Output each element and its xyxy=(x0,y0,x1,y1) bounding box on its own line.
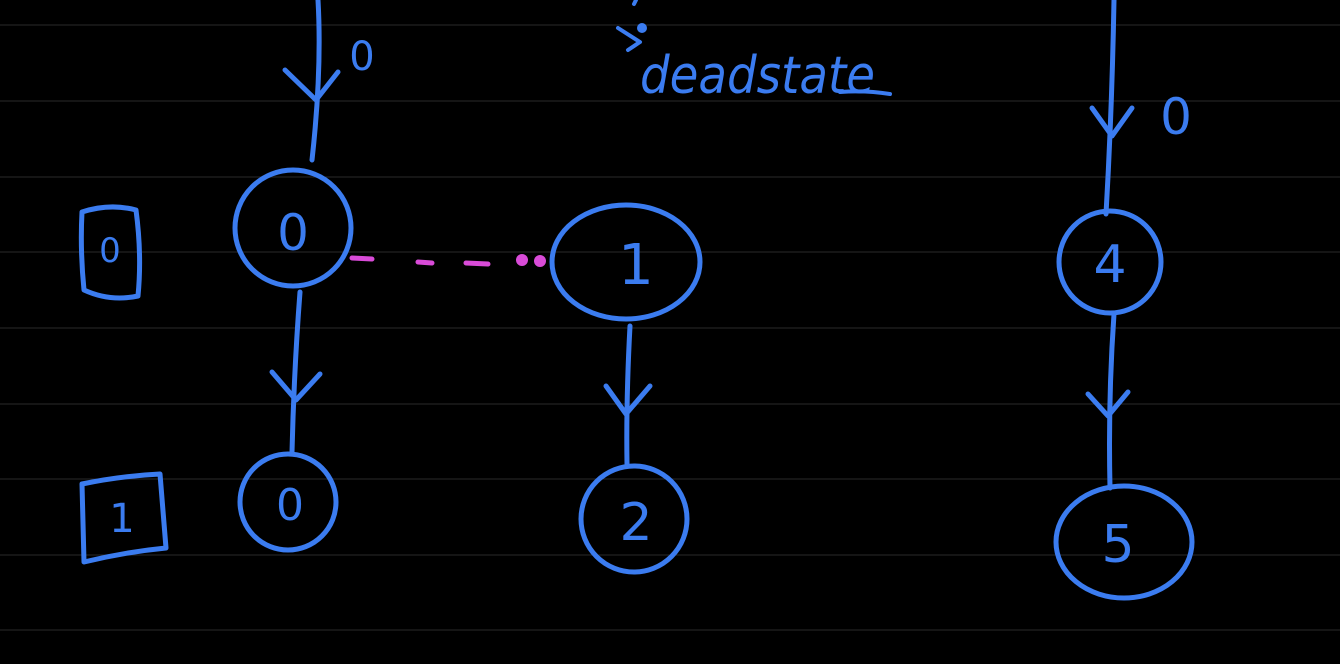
edge-c-down xyxy=(1107,311,1117,491)
node-c-top-label: 4 xyxy=(1093,235,1126,295)
row-label-1-text: 1 xyxy=(109,496,134,542)
dash-segment xyxy=(463,260,491,267)
node-b-top-label: 1 xyxy=(618,233,654,298)
arrowhead-a-incoming xyxy=(282,67,341,103)
deadstate-annotation: deadstate xyxy=(616,0,892,106)
deadstate-underline xyxy=(838,89,892,96)
node-a-top-label: 0 xyxy=(277,204,309,262)
arrowhead-c-incoming xyxy=(1089,105,1135,139)
dot-segment xyxy=(534,255,546,267)
dash-segment xyxy=(349,255,375,262)
column-b: 1 2 xyxy=(549,202,703,575)
arrowhead-a-down xyxy=(269,369,323,403)
row-label-1: 1 xyxy=(79,471,169,565)
edge-b-down xyxy=(624,323,633,467)
arrowhead-b-down xyxy=(603,383,653,417)
edge-a-incoming xyxy=(309,0,322,163)
annotation-tick xyxy=(632,0,638,6)
row-label-0: 0 xyxy=(78,204,143,301)
row-label-0-text: 0 xyxy=(99,231,121,271)
annotation-dot xyxy=(637,23,647,33)
node-b-top xyxy=(549,202,703,322)
node-b-bottom-label: 2 xyxy=(619,493,652,553)
annotation-arrow xyxy=(616,26,642,52)
column-a: 0 0 0 xyxy=(232,0,375,553)
dot-segment xyxy=(516,254,528,266)
node-a-top xyxy=(232,167,354,289)
ruled-lines xyxy=(0,24,1340,631)
dash-segment xyxy=(415,259,435,266)
edge-label-c-incoming: 0 xyxy=(1160,88,1192,146)
dashed-connector xyxy=(349,254,546,267)
row-label-1-box xyxy=(79,471,169,565)
edge-label-a-incoming: 0 xyxy=(349,34,374,80)
node-c-top xyxy=(1056,208,1164,316)
column-c: 0 4 5 xyxy=(1053,0,1195,601)
node-c-bottom-label: 5 xyxy=(1101,515,1134,575)
edge-a-down xyxy=(289,289,303,455)
node-c-bottom xyxy=(1053,483,1195,601)
node-a-bottom-label: 0 xyxy=(276,480,304,531)
deadstate-label: deadstate xyxy=(640,46,875,106)
node-a-bottom xyxy=(237,451,339,553)
node-b-bottom xyxy=(578,463,690,575)
row-label-0-box xyxy=(78,204,143,301)
arrowhead-c-down xyxy=(1085,389,1131,419)
edge-c-incoming xyxy=(1103,0,1117,217)
